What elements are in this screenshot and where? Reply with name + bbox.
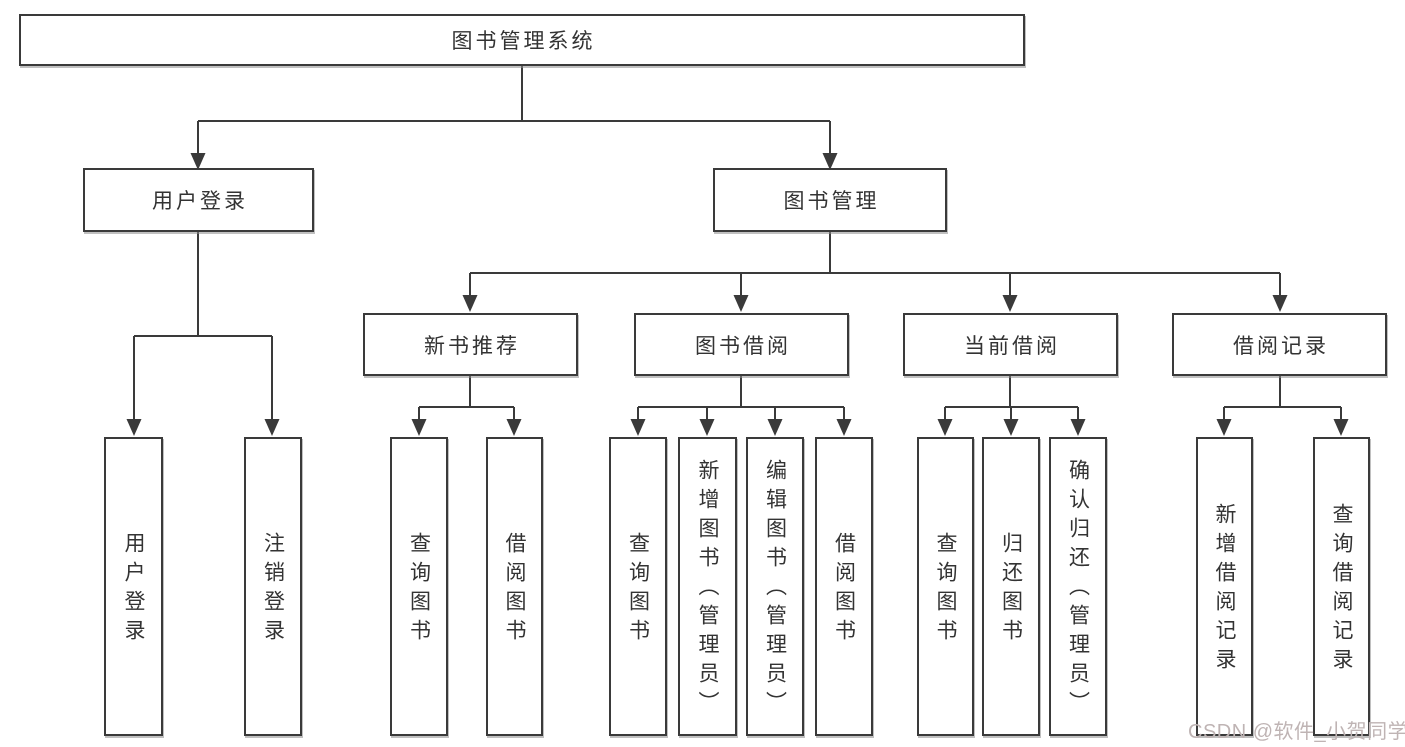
leaf-return-books: 归还图书 — [982, 437, 1040, 736]
leaf-query-books-borrowing: 查询图书 — [609, 437, 667, 736]
node-book-borrowing: 图书借阅 — [634, 313, 849, 376]
leaf-add-books-admin: 新增图书（管理员） — [678, 437, 737, 736]
leaf-query-books-current: 查询图书 — [917, 437, 974, 736]
node-new-book-recommend: 新书推荐 — [363, 313, 578, 376]
node-current-borrowing: 当前借阅 — [903, 313, 1118, 376]
leaf-user-login: 用户登录 — [104, 437, 163, 736]
node-user-login: 用户登录 — [83, 168, 314, 232]
node-book-management: 图书管理 — [713, 168, 947, 232]
leaf-edit-books-admin: 编辑图书（管理员） — [746, 437, 804, 736]
leaf-borrow-books-borrowing: 借阅图书 — [815, 437, 873, 736]
leaf-borrow-books-recommend: 借阅图书 — [486, 437, 543, 736]
node-root: 图书管理系统 — [19, 14, 1025, 66]
watermark: CSDN @软件_小贺同学 — [1188, 721, 1405, 743]
leaf-logout: 注销登录 — [244, 437, 302, 736]
node-borrowing-records: 借阅记录 — [1172, 313, 1387, 376]
leaf-query-books-recommend: 查询图书 — [390, 437, 448, 736]
leaf-add-borrow-record: 新增借阅记录 — [1196, 437, 1253, 736]
leaf-confirm-return-admin: 确认归还（管理员） — [1049, 437, 1107, 736]
leaf-query-borrow-record: 查询借阅记录 — [1313, 437, 1370, 736]
